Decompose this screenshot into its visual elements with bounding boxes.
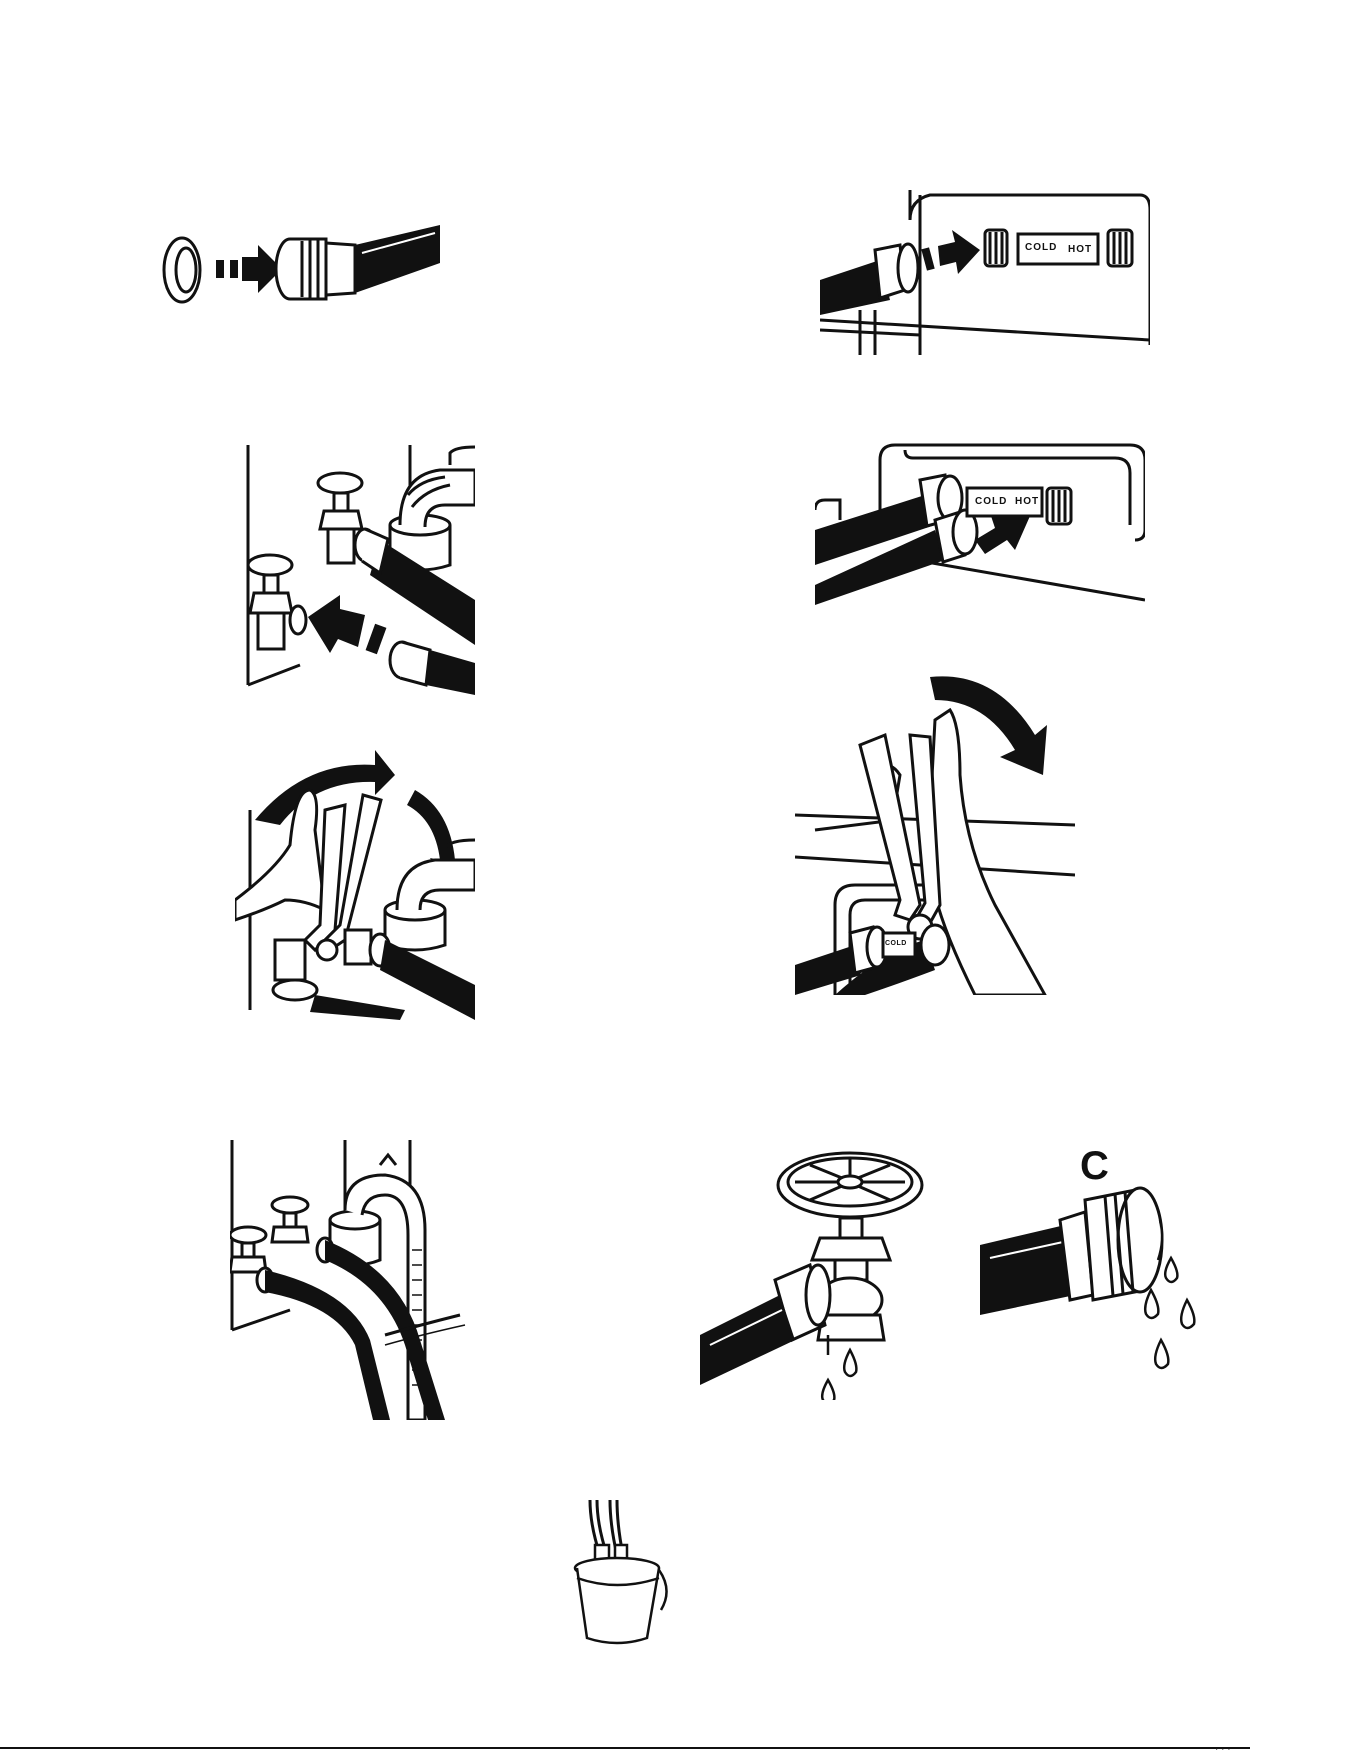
figure-pliers-at-washer: COLD: [795, 665, 1075, 995]
figure-coupling-leak: C: [975, 1150, 1215, 1395]
cold-label: COLD: [975, 496, 1007, 507]
coupling-letter: C: [1080, 1144, 1109, 1189]
figure-pliers-at-faucet: [235, 750, 475, 1020]
figure-washer-into-coupling: [150, 215, 440, 315]
figure-bucket: [565, 1500, 670, 1650]
figure-hoses-routed: [230, 1140, 470, 1420]
hot-label: HOT: [1068, 244, 1092, 255]
cold-label: COLD: [1025, 242, 1057, 253]
figure-hose-to-washer-inlet: COLD HOT: [820, 190, 1150, 355]
figure-hose-to-wall-faucet: [240, 445, 475, 695]
footer-mark: · · ·: [1215, 1744, 1231, 1755]
bottom-rule: [0, 1747, 1250, 1749]
cold-label: COLD: [885, 940, 907, 947]
hot-label: HOT: [1015, 496, 1039, 507]
figure-faucet-leak: [700, 1140, 930, 1400]
figure-second-hose-to-hot-inlet: COLD HOT: [815, 440, 1145, 605]
